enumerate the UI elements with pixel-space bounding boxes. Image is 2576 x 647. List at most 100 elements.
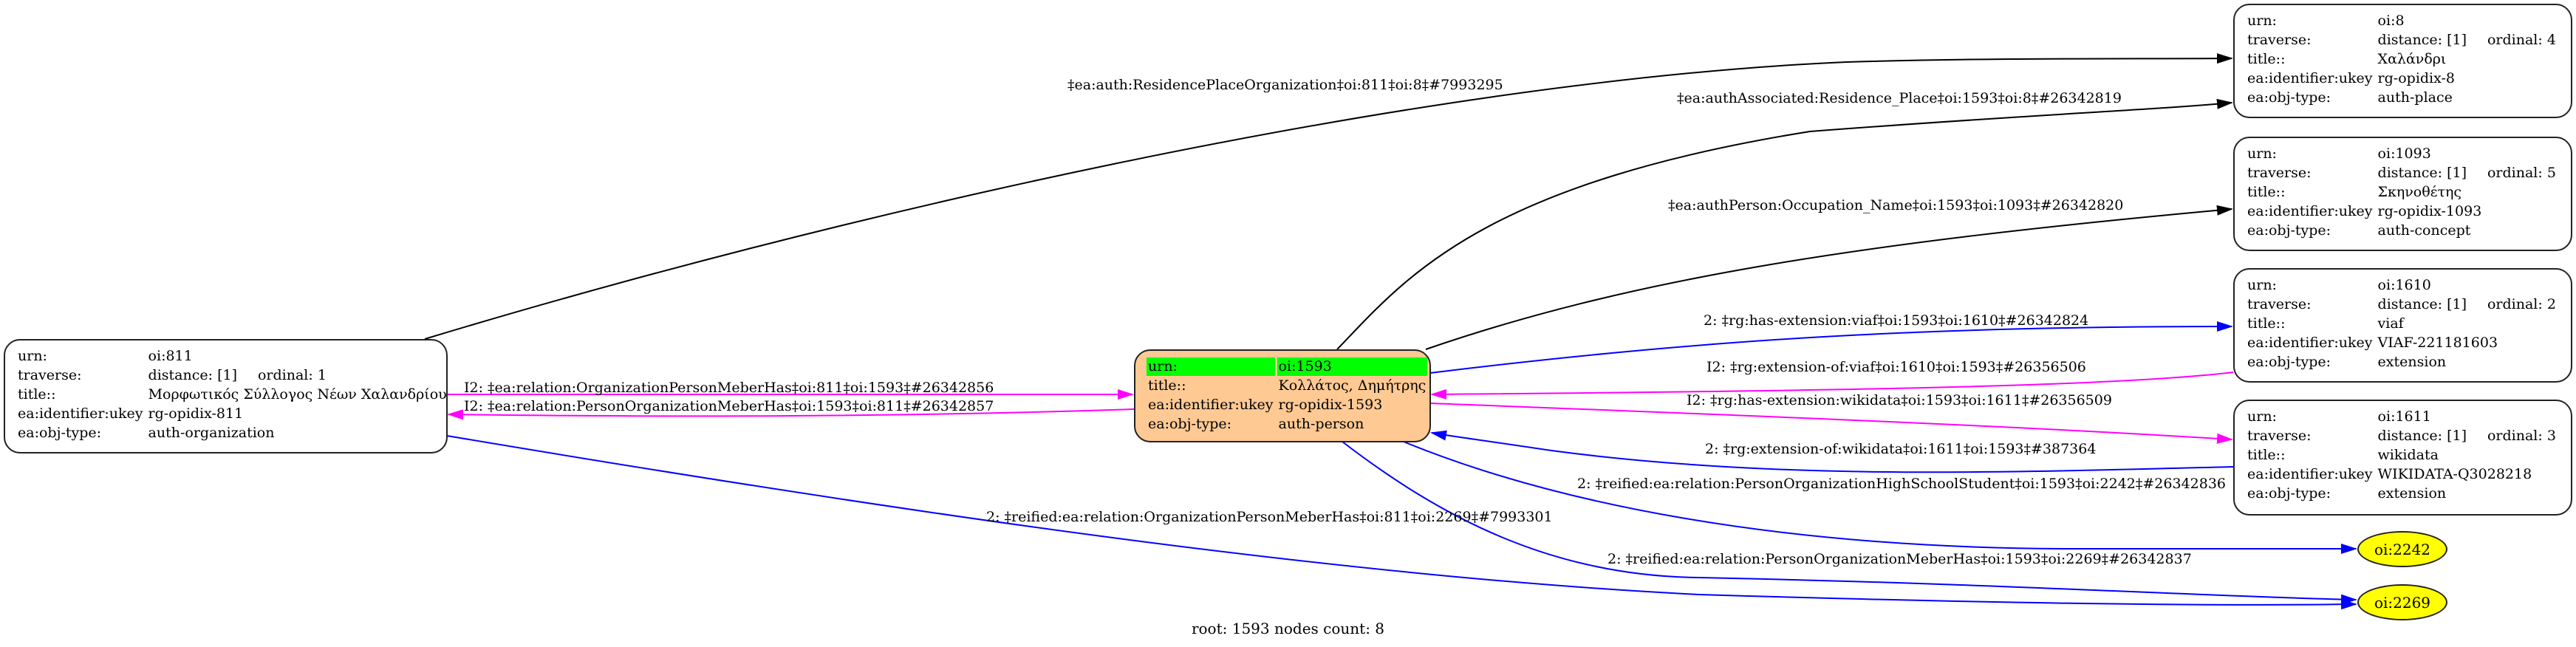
attr-value-type: auth-person xyxy=(1278,416,1364,432)
attr-value-urn: oi:1610 xyxy=(2377,277,2431,293)
attr-key: ea:identifier:ukey xyxy=(2247,70,2373,86)
attr-row-type: ea:obj-type: auth-organization xyxy=(16,424,448,442)
edge-e4 xyxy=(1429,321,2233,374)
attr-row-type: ea:obj-type: auth-place xyxy=(2246,89,2558,107)
attr-row-type: ea:obj-type: auth-concept xyxy=(2246,222,2558,240)
distance: distance: [1] xyxy=(2377,32,2467,48)
edge-label-e3: ‡ea:authPerson:Occupation_Name‡oi:1593‡o… xyxy=(1668,197,2123,213)
edge-label-e8: 2: ‡reified:ea:relation:PersonOrganizati… xyxy=(1577,476,2226,492)
node-label: oi:2269 xyxy=(2374,593,2431,612)
attr-row-traverse: traverse: distance: [1] ordinal: 4 xyxy=(2246,31,2558,49)
attr-value-ukey: VIAF-221181603 xyxy=(2377,335,2498,351)
edge-e8 xyxy=(1403,441,2357,554)
attr-key: urn: xyxy=(2247,277,2277,293)
attr-key: title:: xyxy=(2247,447,2286,463)
attr-row-urn: urn: oi:1611 xyxy=(2246,408,2558,426)
attr-key: title:: xyxy=(2247,51,2286,67)
attr-row-traverse: traverse:distance: [1]ordinal: 3 xyxy=(2246,427,2558,445)
attr-row-title: title::Σκηνοθέτης xyxy=(2246,183,2558,202)
attr-row-title: title::Χαλάνδρι xyxy=(2246,50,2558,69)
attr-value-title: Μορφωτικός Σύλλογος Νέων Χαλανδρίου xyxy=(148,386,447,403)
attr-value-traverse: distance: [1]ordinal: 2 xyxy=(2377,295,2558,314)
attr-value-urn: oi:1593 xyxy=(1277,357,1428,376)
edge-label-e2: ‡ea:authAssociated:Residence_Place‡oi:15… xyxy=(1677,90,2122,106)
distance: distance: [1] xyxy=(2377,296,2467,312)
attr-row-urn: urn: oi:8 xyxy=(2246,12,2558,30)
node-oi-1610[interactable]: urn: oi:1610 traverse: distance: [1]ordina… xyxy=(2233,268,2572,383)
attr-row-title: title::Κολλάτος, Δημήτρης xyxy=(1147,377,1427,395)
edge-e3 xyxy=(1425,205,2233,350)
attr-value-urn: oi:1611 xyxy=(2377,408,2431,425)
attr-key: urn: xyxy=(2247,408,2277,425)
edge-label-e12: 2: ‡reified:ea:relation:OrganizationPers… xyxy=(986,509,1553,525)
attr-value-ukey: rg-opidix-811 xyxy=(148,405,244,422)
node-oi-1593-root[interactable]: urn:oi:1593 title::Κολλάτος, Δημήτρης ea… xyxy=(1134,349,1431,442)
attr-value-urn: oi:8 xyxy=(2377,13,2405,29)
node-oi-1611[interactable]: urn: oi:1611 traverse:distance: [1]ordina… xyxy=(2233,400,2572,516)
node-attributes: urn:oi:811 traverse:distance: [1]ordinal… xyxy=(14,346,451,443)
ordinal: ordinal: 5 xyxy=(2487,165,2556,181)
attr-value-traverse: distance: [1] ordinal: 1 xyxy=(147,366,448,385)
attr-value-urn: oi:811 xyxy=(148,348,193,364)
attr-value-traverse: distance: [1] ordinal: 4 xyxy=(2377,31,2558,49)
attr-row-title: title::wikidata xyxy=(2246,446,2558,465)
node-oi-811[interactable]: urn:oi:811 traverse:distance: [1]ordinal… xyxy=(4,339,448,453)
ordinal: ordinal: 4 xyxy=(2487,32,2556,48)
edge-label-e1: ‡ea:auth:ResidencePlaceOrganization‡oi:8… xyxy=(1067,77,1503,93)
node-attributes: urn: oi:1611 traverse:distance: [1]ordina… xyxy=(2244,407,2560,504)
attr-value-ukey: rg-opidix-8 xyxy=(2377,70,2456,86)
attr-key: ea:obj-type: xyxy=(2247,485,2331,501)
attr-key: ea:obj-type: xyxy=(2247,354,2331,370)
attr-key: ea:identifier:ukey xyxy=(2247,335,2373,351)
attr-key: urn: xyxy=(2247,146,2277,162)
edge-label-e4: 2: ‡rg:has-extension:viaf‡oi:1593‡oi:161… xyxy=(1704,312,2088,329)
node-attributes: urn: oi:8 traverse: distance: [1] ordinal: … xyxy=(2244,11,2560,108)
distance: distance: [1] xyxy=(148,367,237,383)
attr-key: traverse: xyxy=(2247,32,2312,48)
attr-value-ukey: rg-opidix-1093 xyxy=(2377,203,2482,219)
attr-value-type: auth-concept xyxy=(2377,222,2471,239)
attr-key: traverse: xyxy=(18,367,82,383)
attr-value-ukey: rg-opidix-1593 xyxy=(1278,397,1383,413)
node-oi-2269[interactable]: oi:2269 xyxy=(2357,584,2447,620)
attr-row-traverse: traverse: distance: [1]ordinal: 2 xyxy=(2246,295,2558,314)
attr-value-title: wikidata xyxy=(2377,447,2439,463)
attr-key: urn: xyxy=(2247,13,2277,29)
node-oi-1093[interactable]: urn: oi:1093 traverse: distance: [1]ordina… xyxy=(2233,137,2572,251)
edge-label-e7: 2: ‡rg:extension-of:wikidata‡oi:1611‡oi:… xyxy=(1705,441,2096,457)
node-attributes: urn: oi:1610 traverse: distance: [1]ordina… xyxy=(2244,275,2560,372)
node-oi-8[interactable]: urn: oi:8 traverse: distance: [1] ordinal: … xyxy=(2233,4,2572,118)
attr-key: ea:identifier:ukey xyxy=(2247,203,2373,219)
ordinal: ordinal: 1 xyxy=(257,367,327,383)
attr-key: title:: xyxy=(2247,315,2286,332)
attr-value-traverse: distance: [1]ordinal: 5 xyxy=(2377,164,2558,182)
attr-key: traverse: xyxy=(2247,165,2312,181)
edge-label-e11: I2: ‡ea:relation:PersonOrganizationMeber… xyxy=(464,398,994,414)
edge-label-e5: I2: ‡rg:extension-of:viaf‡oi:1610‡oi:159… xyxy=(1706,359,2086,375)
attr-value-type: auth-place xyxy=(2377,89,2453,106)
edge-label-e9: 2: ‡reified:ea:relation:PersonOrganizati… xyxy=(1608,551,2192,567)
node-attributes: urn: oi:1093 traverse: distance: [1]ordina… xyxy=(2244,144,2560,241)
attr-key: ea:obj-type: xyxy=(18,425,102,441)
attr-row-urn: urn:oi:1593 xyxy=(1147,357,1428,376)
node-oi-2242[interactable]: oi:2242 xyxy=(2357,531,2447,567)
attr-value-title: viaf xyxy=(2377,315,2404,332)
distance: distance: [1] xyxy=(2377,428,2467,444)
attr-value-type: auth-organization xyxy=(148,425,275,441)
node-attributes: urn:oi:1593 title::Κολλάτος, Δημήτρης ea… xyxy=(1144,357,1429,434)
attr-value-urn: oi:1093 xyxy=(2377,146,2431,162)
attr-row-title: title::viaf xyxy=(2246,315,2558,333)
attr-key: ea:obj-type: xyxy=(2247,89,2331,106)
node-label: oi:2242 xyxy=(2374,540,2431,558)
attr-key: title:: xyxy=(18,386,56,403)
edge-e11 xyxy=(447,408,1135,420)
attr-key: ea:obj-type: xyxy=(2247,222,2331,239)
attr-key: traverse: xyxy=(2247,296,2312,312)
